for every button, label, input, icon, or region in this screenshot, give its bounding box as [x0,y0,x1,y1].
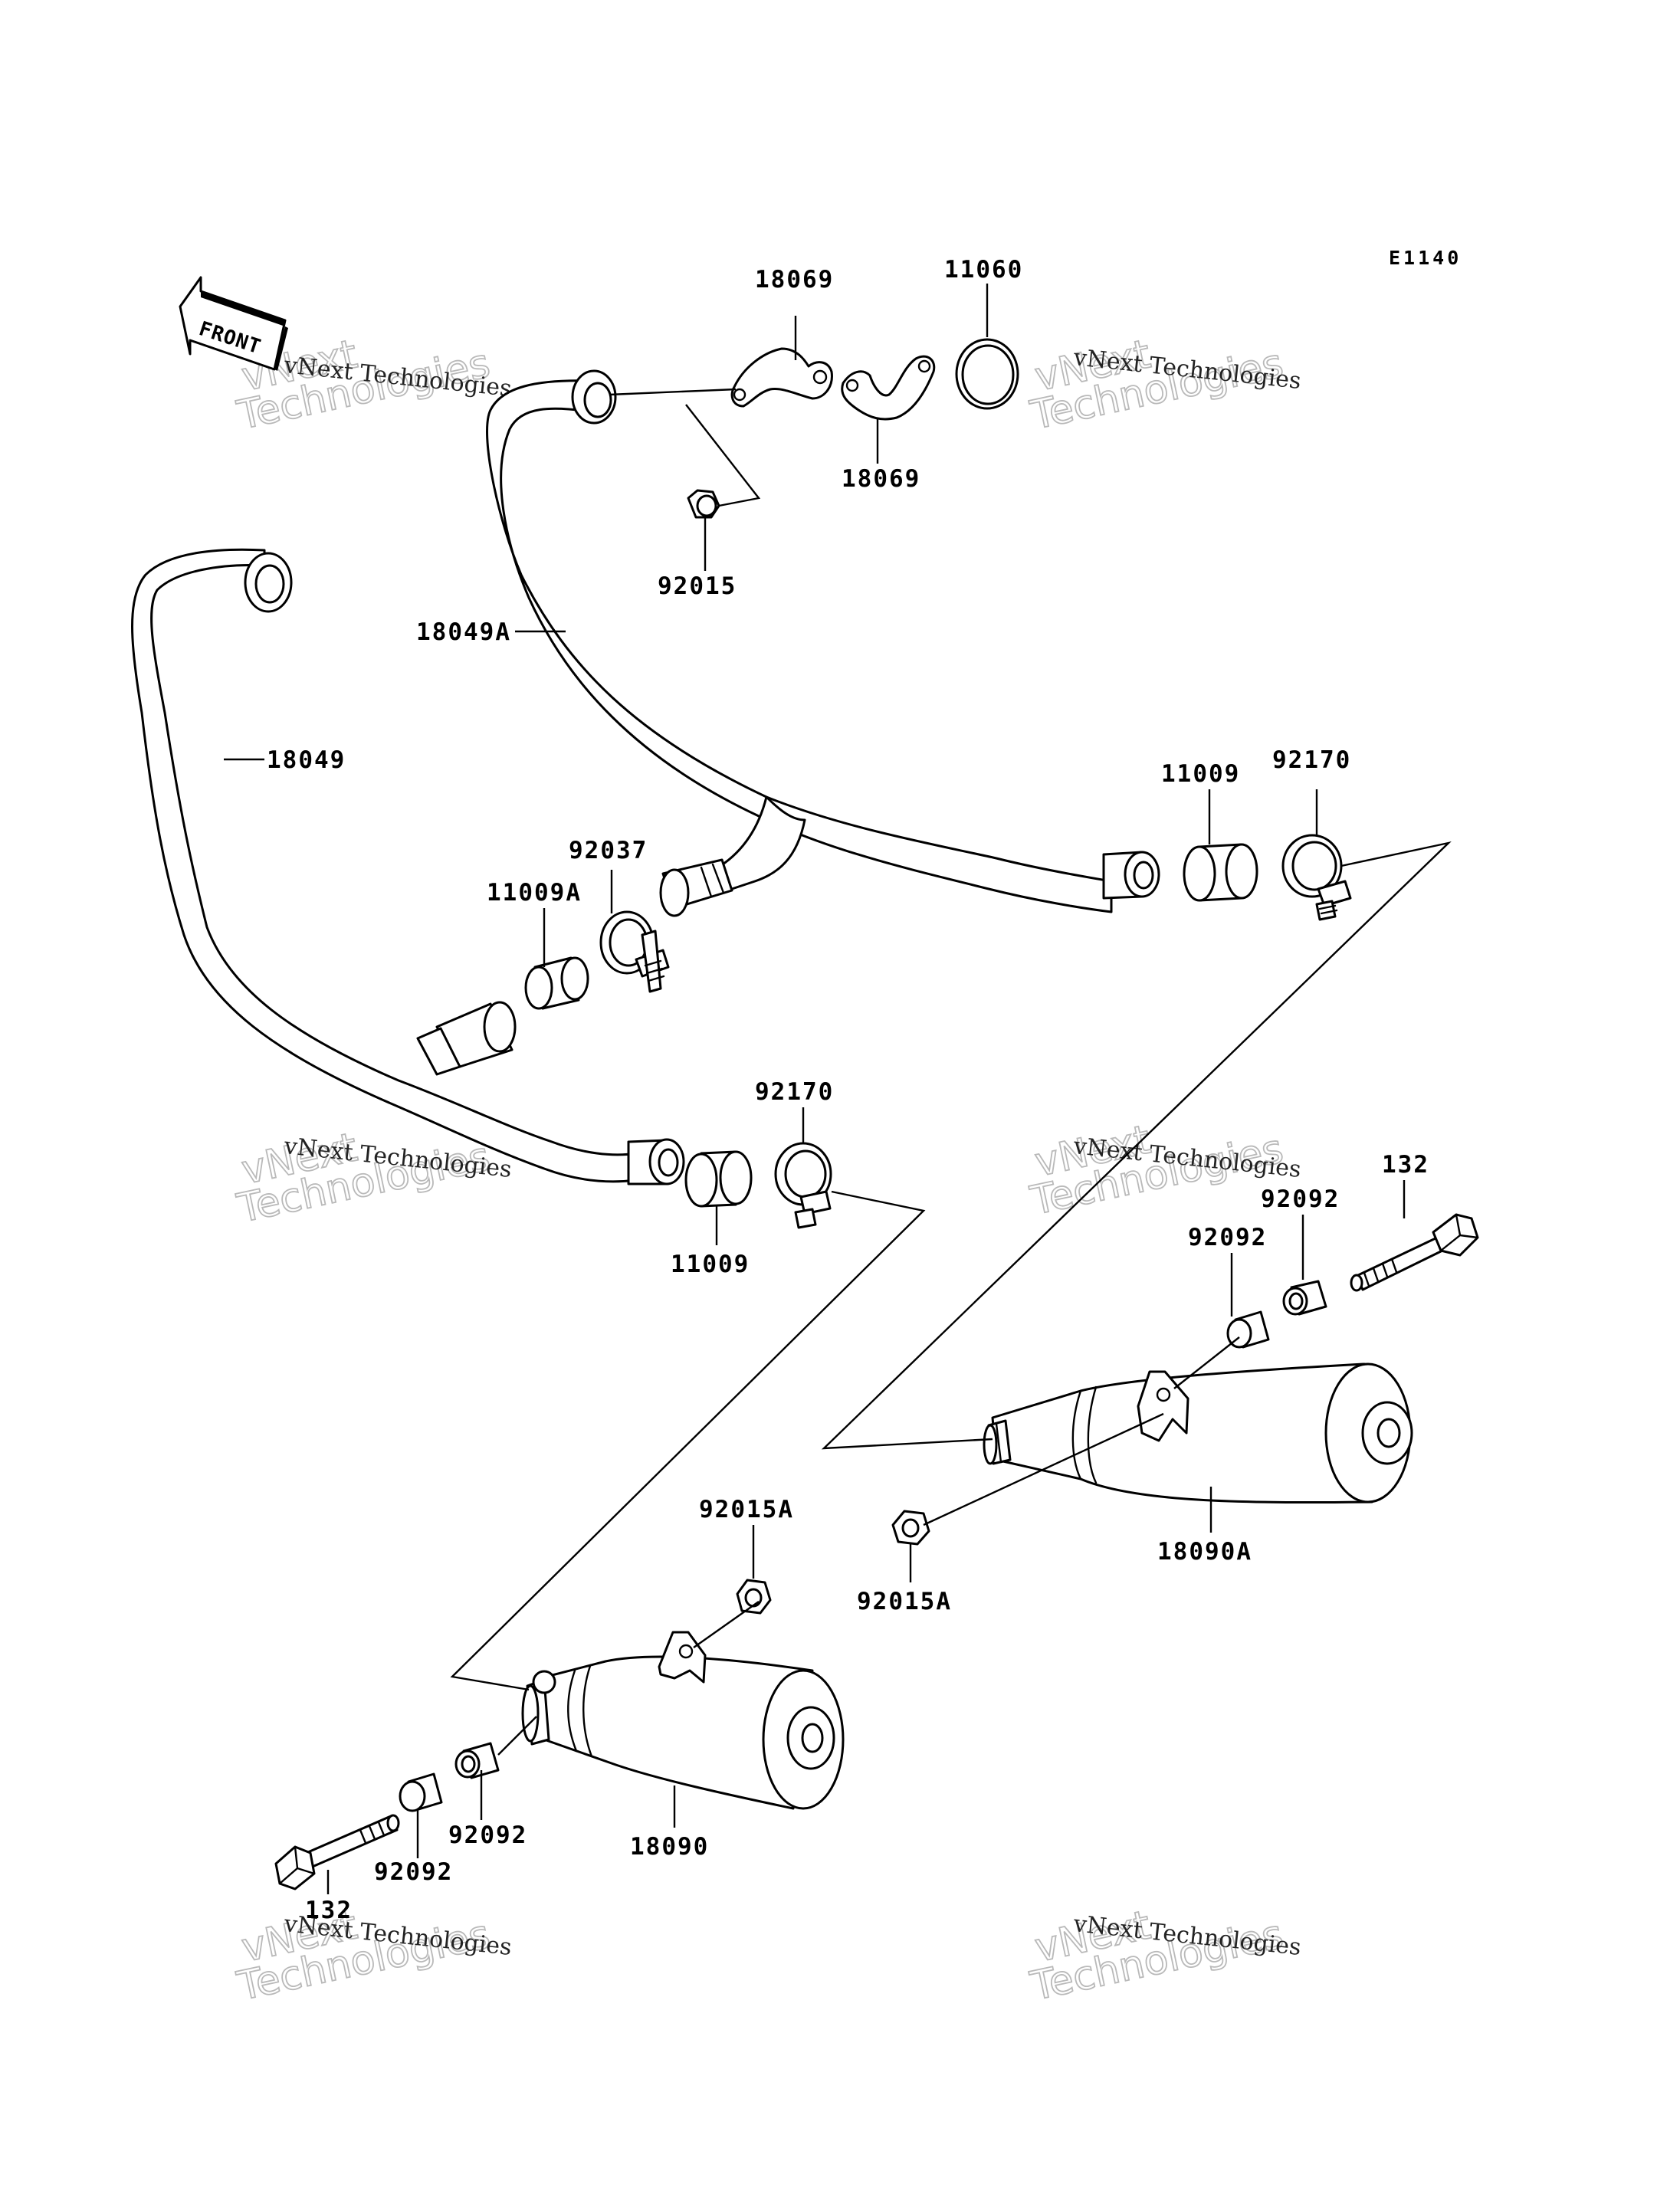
nut-92015A-top [736,1579,772,1615]
label-132-left: 132 [305,1897,353,1924]
label-92015: 92015 [658,572,737,600]
gasket-11060 [955,338,1019,410]
label-18069-top: 18069 [755,266,834,293]
gasket-11009-right [1183,843,1258,902]
header-pipe-18049 [131,548,685,1185]
watermark-mid-left: vNext Technologies vNext Technologies [232,1124,513,1233]
clamp-92170-mid [774,1142,832,1229]
label-132-right: 132 [1382,1151,1429,1179]
label-92015A-mid: 92015A [857,1588,952,1615]
label-18090A: 18090A [1157,1538,1252,1566]
nut-92015A-mid [891,1510,930,1546]
label-11009A: 11009A [487,879,582,907]
bolt-132-left [274,1814,400,1890]
label-92015A-top: 92015A [699,1496,794,1523]
label-18049A: 18049A [416,618,511,646]
label-11009-right: 11009 [1161,760,1240,788]
nut-92015 [687,489,720,519]
part-labels: 18069 11060 18069 92015 18049A 18049 110… [267,256,1429,1924]
clamp-92170-right [1281,834,1352,921]
label-18049: 18049 [267,746,346,774]
label-18069-bottom: 18069 [842,465,920,493]
bolt-132-right [1350,1213,1479,1292]
gasket-11009A [524,956,589,1010]
front-arrow-icon: FRONT [179,276,288,371]
label-92037: 92037 [569,837,648,864]
label-11060: 11060 [944,256,1023,284]
watermark-top-right: vNext Technologies vNext Technologies [1025,331,1302,440]
label-92092-r2: 92092 [1188,1224,1267,1251]
label-92092-r1: 92092 [1261,1185,1340,1213]
diagram-code: E1140 [1389,247,1462,269]
collar-92092-l2 [399,1772,443,1812]
label-92170-mid: 92170 [755,1078,834,1106]
collar-92092-r1 [1282,1280,1327,1316]
bracket-18069-upper [730,347,833,408]
watermark-bottom-right: vNext Technologies vNext Technologies [1025,1902,1302,2011]
clamp-92037 [599,910,670,993]
label-92092-l2: 92092 [374,1858,453,1886]
label-92170-right: 92170 [1272,746,1351,774]
muffler-18090 [521,1631,845,1810]
bracket-18069-lower [841,355,936,421]
leader-lines [224,284,1452,1894]
watermark-bottom-left: vNext Technologies vNext Technologies [232,1902,513,2011]
label-11009-mid: 11009 [671,1251,750,1278]
gasket-11009-mid [684,1150,753,1208]
muffler-18090A [983,1362,1413,1504]
label-18090: 18090 [630,1833,709,1861]
collar-92092-r2 [1226,1310,1270,1349]
header-pipe-18049A [486,369,1160,917]
collar-92092-l1 [454,1742,500,1779]
label-92092-l1: 92092 [448,1822,527,1849]
